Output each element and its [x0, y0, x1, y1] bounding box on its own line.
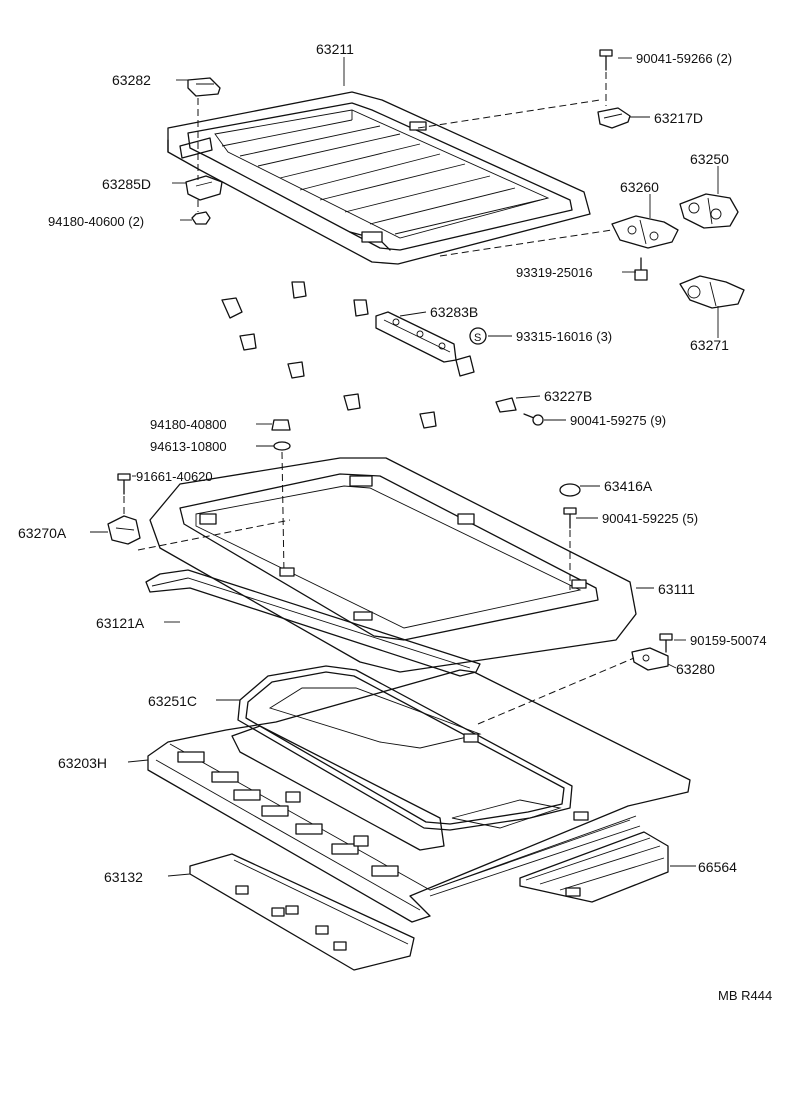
screw-91661-40620 — [117, 473, 131, 495]
screw-93319-25016 — [634, 257, 648, 281]
clip-63227B — [495, 397, 517, 413]
label-63250: 63250 — [690, 151, 729, 167]
washer-93315-16016: S — [469, 327, 487, 345]
label-90041-59275: 90041-59275 (9) — [570, 413, 666, 428]
label-63270A: 63270A — [18, 525, 67, 541]
label-90041-59266: 90041-59266 (2) — [636, 51, 732, 66]
label-63251C: 63251C — [148, 693, 197, 709]
label-63282: 63282 — [112, 72, 151, 88]
bracket-63217D — [597, 107, 631, 129]
switch-63280 — [631, 647, 669, 671]
label-63285D: 63285D — [102, 176, 151, 192]
label-91661-40620: 91661-40620 — [136, 469, 213, 484]
washer-symbol: S — [474, 332, 481, 344]
label-90159-50074: 90159-50074 — [690, 633, 767, 648]
screw-90041-59225 — [563, 507, 577, 529]
label-63217D: 63217D — [654, 110, 703, 126]
drive-unit-63260 — [611, 215, 679, 249]
label-94180-40800: 94180-40800 — [150, 417, 227, 432]
label-63111: 63111 — [658, 581, 695, 597]
screw-90041-59275 — [523, 413, 544, 426]
label-63227B: 63227B — [544, 388, 592, 404]
label-63203H: 63203H — [58, 755, 107, 771]
screw-90041-59266 — [599, 49, 613, 71]
label-93319-25016: 93319-25016 — [516, 265, 593, 280]
bracket-63282 — [187, 77, 221, 97]
trim-frame-63111 — [149, 457, 637, 673]
nut-94180-40600 — [191, 211, 211, 225]
label-63271: 63271 — [690, 337, 729, 353]
small-brackets — [221, 281, 475, 429]
label-63416A: 63416A — [604, 478, 653, 494]
label-94613-10800: 94613-10800 — [150, 439, 227, 454]
seal-63251C — [231, 665, 573, 851]
roof-panel-63211 — [167, 91, 591, 265]
nut-94180-40800 — [271, 419, 291, 431]
leader-lines — [90, 57, 719, 877]
holder-63270A — [107, 515, 141, 545]
label-94180-40600: 94180-40600 (2) — [48, 214, 144, 229]
rail-63283B — [375, 311, 457, 363]
bracket-63285D — [185, 175, 223, 201]
screw-90159-50074 — [659, 633, 673, 653]
label-63280: 63280 — [676, 661, 715, 677]
label-93315-16016: 93315-16016 (3) — [516, 329, 612, 344]
label-63211: 63211 — [316, 41, 354, 57]
label-63132: 63132 — [104, 869, 143, 885]
part-number-labels: 63211 63282 90041-59266 (2) 63217D 63250… — [18, 41, 772, 1003]
guide-63271 — [679, 275, 745, 309]
roof-63203H — [147, 669, 691, 923]
label-63260: 63260 — [620, 179, 659, 195]
reinforcement-66564 — [519, 831, 669, 903]
spacer-94613-10800 — [273, 441, 291, 451]
label-66564: 66564 — [698, 859, 737, 875]
cap-63416A — [559, 483, 581, 497]
motor-bracket-63250 — [679, 193, 739, 229]
drawing-code: MB R444 — [718, 988, 772, 1003]
label-90041-59225: 90041-59225 (5) — [602, 511, 698, 526]
label-63283B: 63283B — [430, 304, 478, 320]
label-63121A: 63121A — [96, 615, 145, 631]
weatherstrip-63121A — [145, 569, 481, 677]
